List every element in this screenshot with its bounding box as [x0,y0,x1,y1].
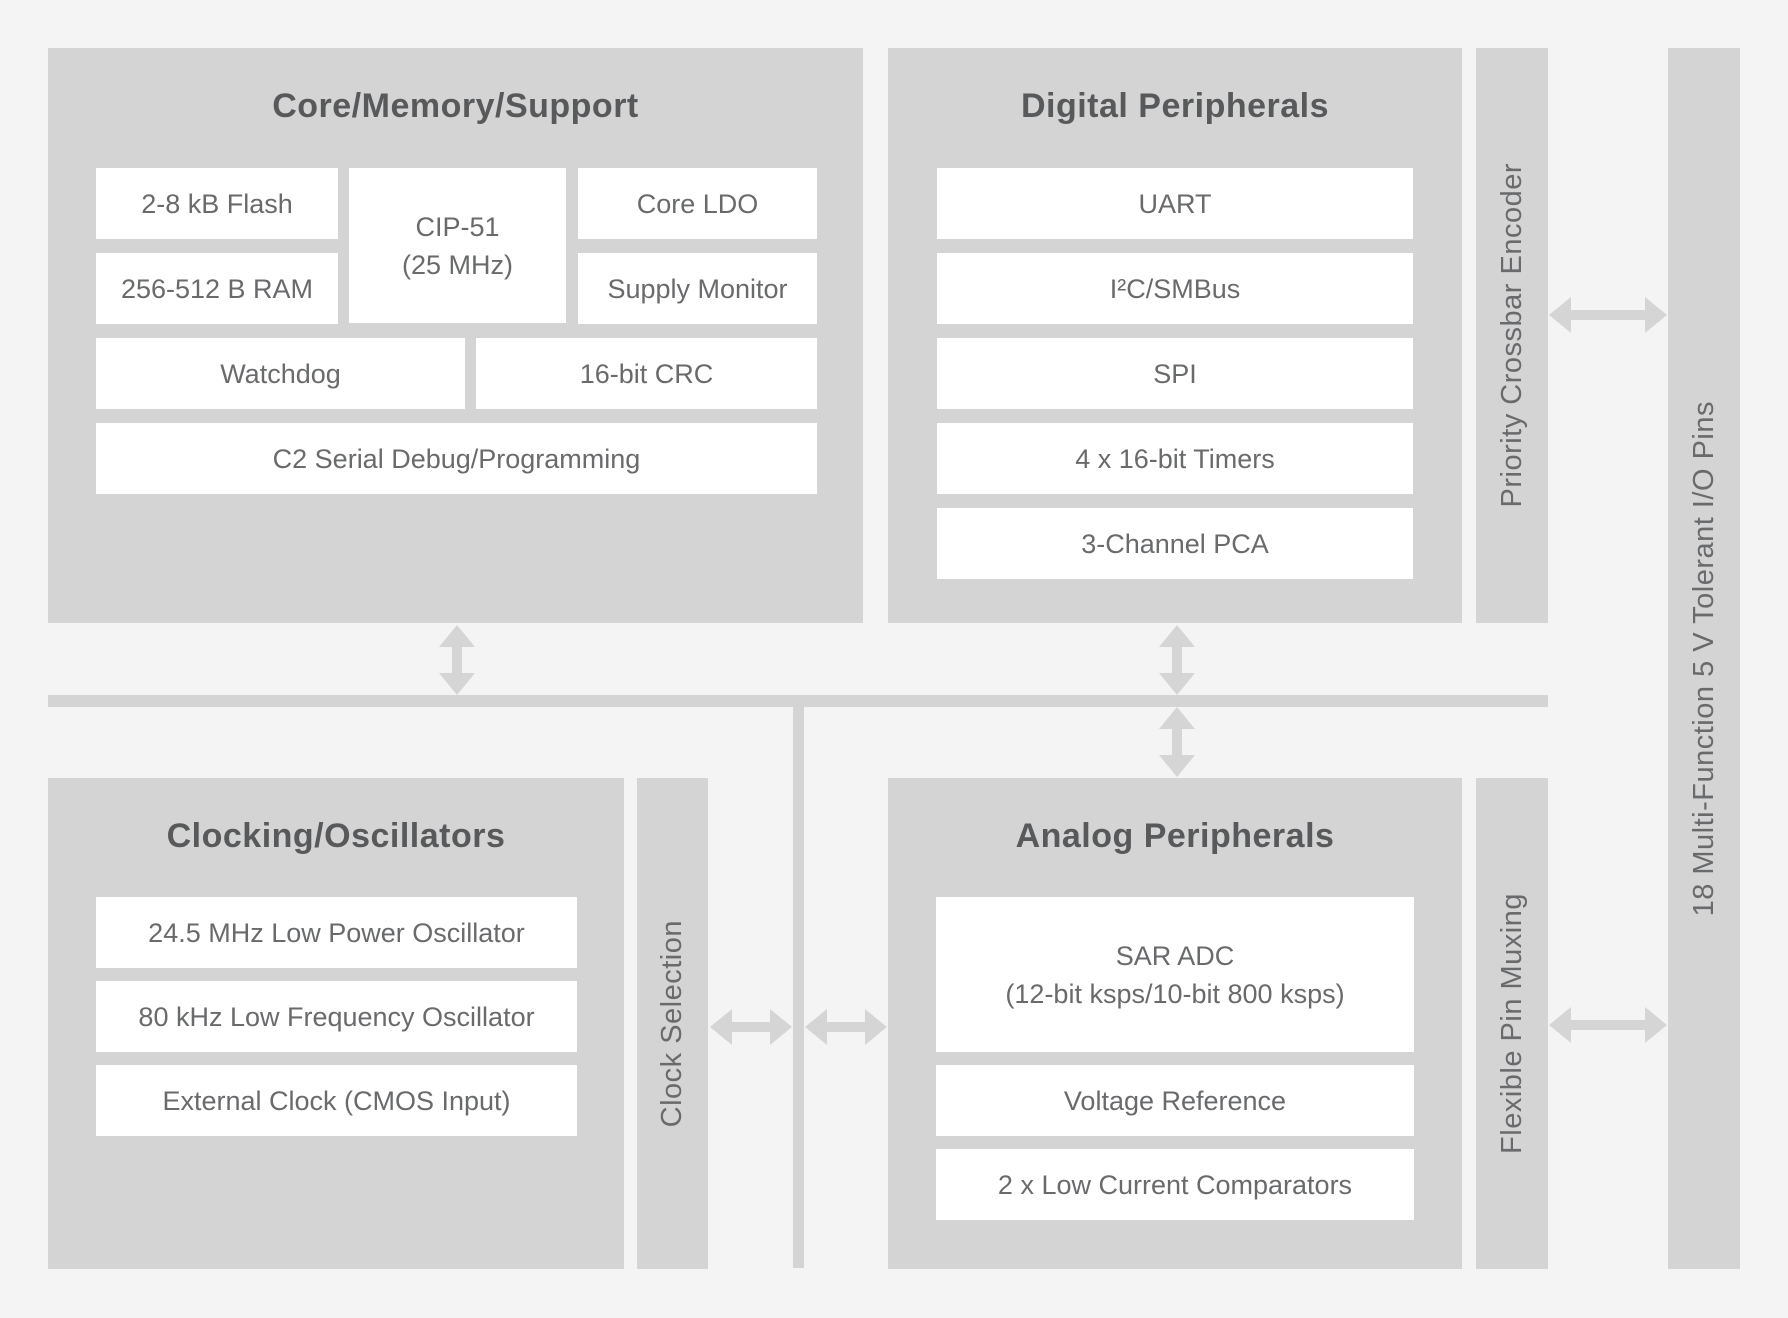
arrow-bus-to-analog [1159,707,1195,777]
box-crc: 16-bit CRC [476,338,817,409]
priority-crossbar-encoder-label: Priority Crossbar Encoder [1495,163,1528,508]
box-voltage-reference: Voltage Reference [936,1065,1414,1136]
analog-peripherals-title: Analog Peripherals [1015,817,1335,855]
clock-selection-bar: Clock Selection [637,778,708,1269]
clock-selection-label: Clock Selection [656,919,688,1128]
clocking-oscillators-block: Clocking/Oscillators 24.5 MHz Low Power … [48,778,624,1269]
box-low-power-oscillator-label: 24.5 MHz Low Power Oscillator [148,917,525,948]
box-uart-label: UART [1138,188,1212,219]
box-i2c-smbus: I²C/SMBus [937,253,1413,324]
box-watchdog-label: Watchdog [220,358,341,389]
box-comparators: 2 x Low Current Comparators [936,1149,1414,1220]
arrow-core-to-bus [439,625,475,695]
core-memory-support-title: Core/Memory/Support [272,87,639,125]
box-sar-adc-line2: (12-bit ksps/10-bit 800 ksps) [1005,978,1345,1009]
box-ram: 256-512 B RAM [96,253,338,324]
box-spi: SPI [937,338,1413,409]
box-cip51-cpu-line1: CIP-51 [415,211,500,242]
box-sar-adc-line1: SAR ADC [1115,940,1235,971]
io-pins-label: 18 Multi-Function 5 V Tolerant I/O Pins [1687,400,1720,917]
box-watchdog: Watchdog [96,338,465,409]
arrow-digital-to-bus [1159,625,1195,695]
box-external-clock-label: External Clock (CMOS Input) [162,1085,511,1116]
box-ram-label: 256-512 B RAM [120,273,314,304]
box-sar-adc: SAR ADC (12-bit ksps/10-bit 800 ksps) [936,897,1414,1052]
box-flash: 2-8 kB Flash [96,168,338,239]
box-comparators-label: 2 x Low Current Comparators [997,1169,1353,1200]
arrow-bus-to-analog-side [805,1009,887,1045]
digital-peripherals-title: Digital Peripherals [1020,87,1330,125]
box-external-clock: External Clock (CMOS Input) [96,1065,577,1136]
box-uart: UART [937,168,1413,239]
system-bus-line [48,695,1548,707]
box-pca-label: 3-Channel PCA [1081,528,1269,559]
box-supply-monitor-label: Supply Monitor [607,273,788,304]
analog-peripherals-block: Analog Peripherals SAR ADC (12-bit ksps/… [888,778,1462,1269]
box-timers-label: 4 x 16-bit Timers [1075,443,1275,474]
priority-crossbar-encoder-bar: Priority Crossbar Encoder [1476,48,1548,623]
bus-branch-line [793,707,804,1268]
box-c2-debug: C2 Serial Debug/Programming [96,423,817,494]
arrow-crossbar-to-io-pins [1549,297,1667,333]
box-low-frequency-oscillator: 80 kHz Low Frequency Oscillator [96,981,577,1052]
box-low-power-oscillator: 24.5 MHz Low Power Oscillator [96,897,577,968]
clocking-oscillators-title: Clocking/Oscillators [166,817,506,855]
box-voltage-reference-label: Voltage Reference [1063,1085,1287,1116]
box-cip51-cpu-line2: (25 MHz) [401,249,513,280]
box-cip51-cpu: CIP-51 (25 MHz) [349,168,566,323]
box-low-frequency-oscillator-label: 80 kHz Low Frequency Oscillator [138,1001,535,1032]
io-pins-bar: 18 Multi-Function 5 V Tolerant I/O Pins [1668,48,1740,1269]
flexible-pin-muxing-bar: Flexible Pin Muxing [1476,778,1548,1269]
flexible-pin-muxing-label: Flexible Pin Muxing [1495,893,1528,1154]
box-timers: 4 x 16-bit Timers [937,423,1413,494]
box-crc-label: 16-bit CRC [579,358,714,389]
box-flash-label: 2-8 kB Flash [141,188,293,219]
box-core-ldo-label: Core LDO [636,188,759,219]
box-spi-label: SPI [1153,358,1197,389]
arrow-clock-selection-to-bus [710,1009,792,1045]
arrow-pin-muxing-to-io-pins [1549,1007,1667,1043]
box-c2-debug-label: C2 Serial Debug/Programming [272,443,641,474]
box-pca: 3-Channel PCA [937,508,1413,579]
box-core-ldo: Core LDO [578,168,817,239]
core-memory-support-block: Core/Memory/Support 2-8 kB Flash 256-512… [48,48,863,623]
digital-peripherals-block: Digital Peripherals UART I²C/SMBus SPI 4… [888,48,1462,623]
box-supply-monitor: Supply Monitor [578,253,817,324]
box-i2c-smbus-label: I²C/SMBus [1109,273,1241,304]
